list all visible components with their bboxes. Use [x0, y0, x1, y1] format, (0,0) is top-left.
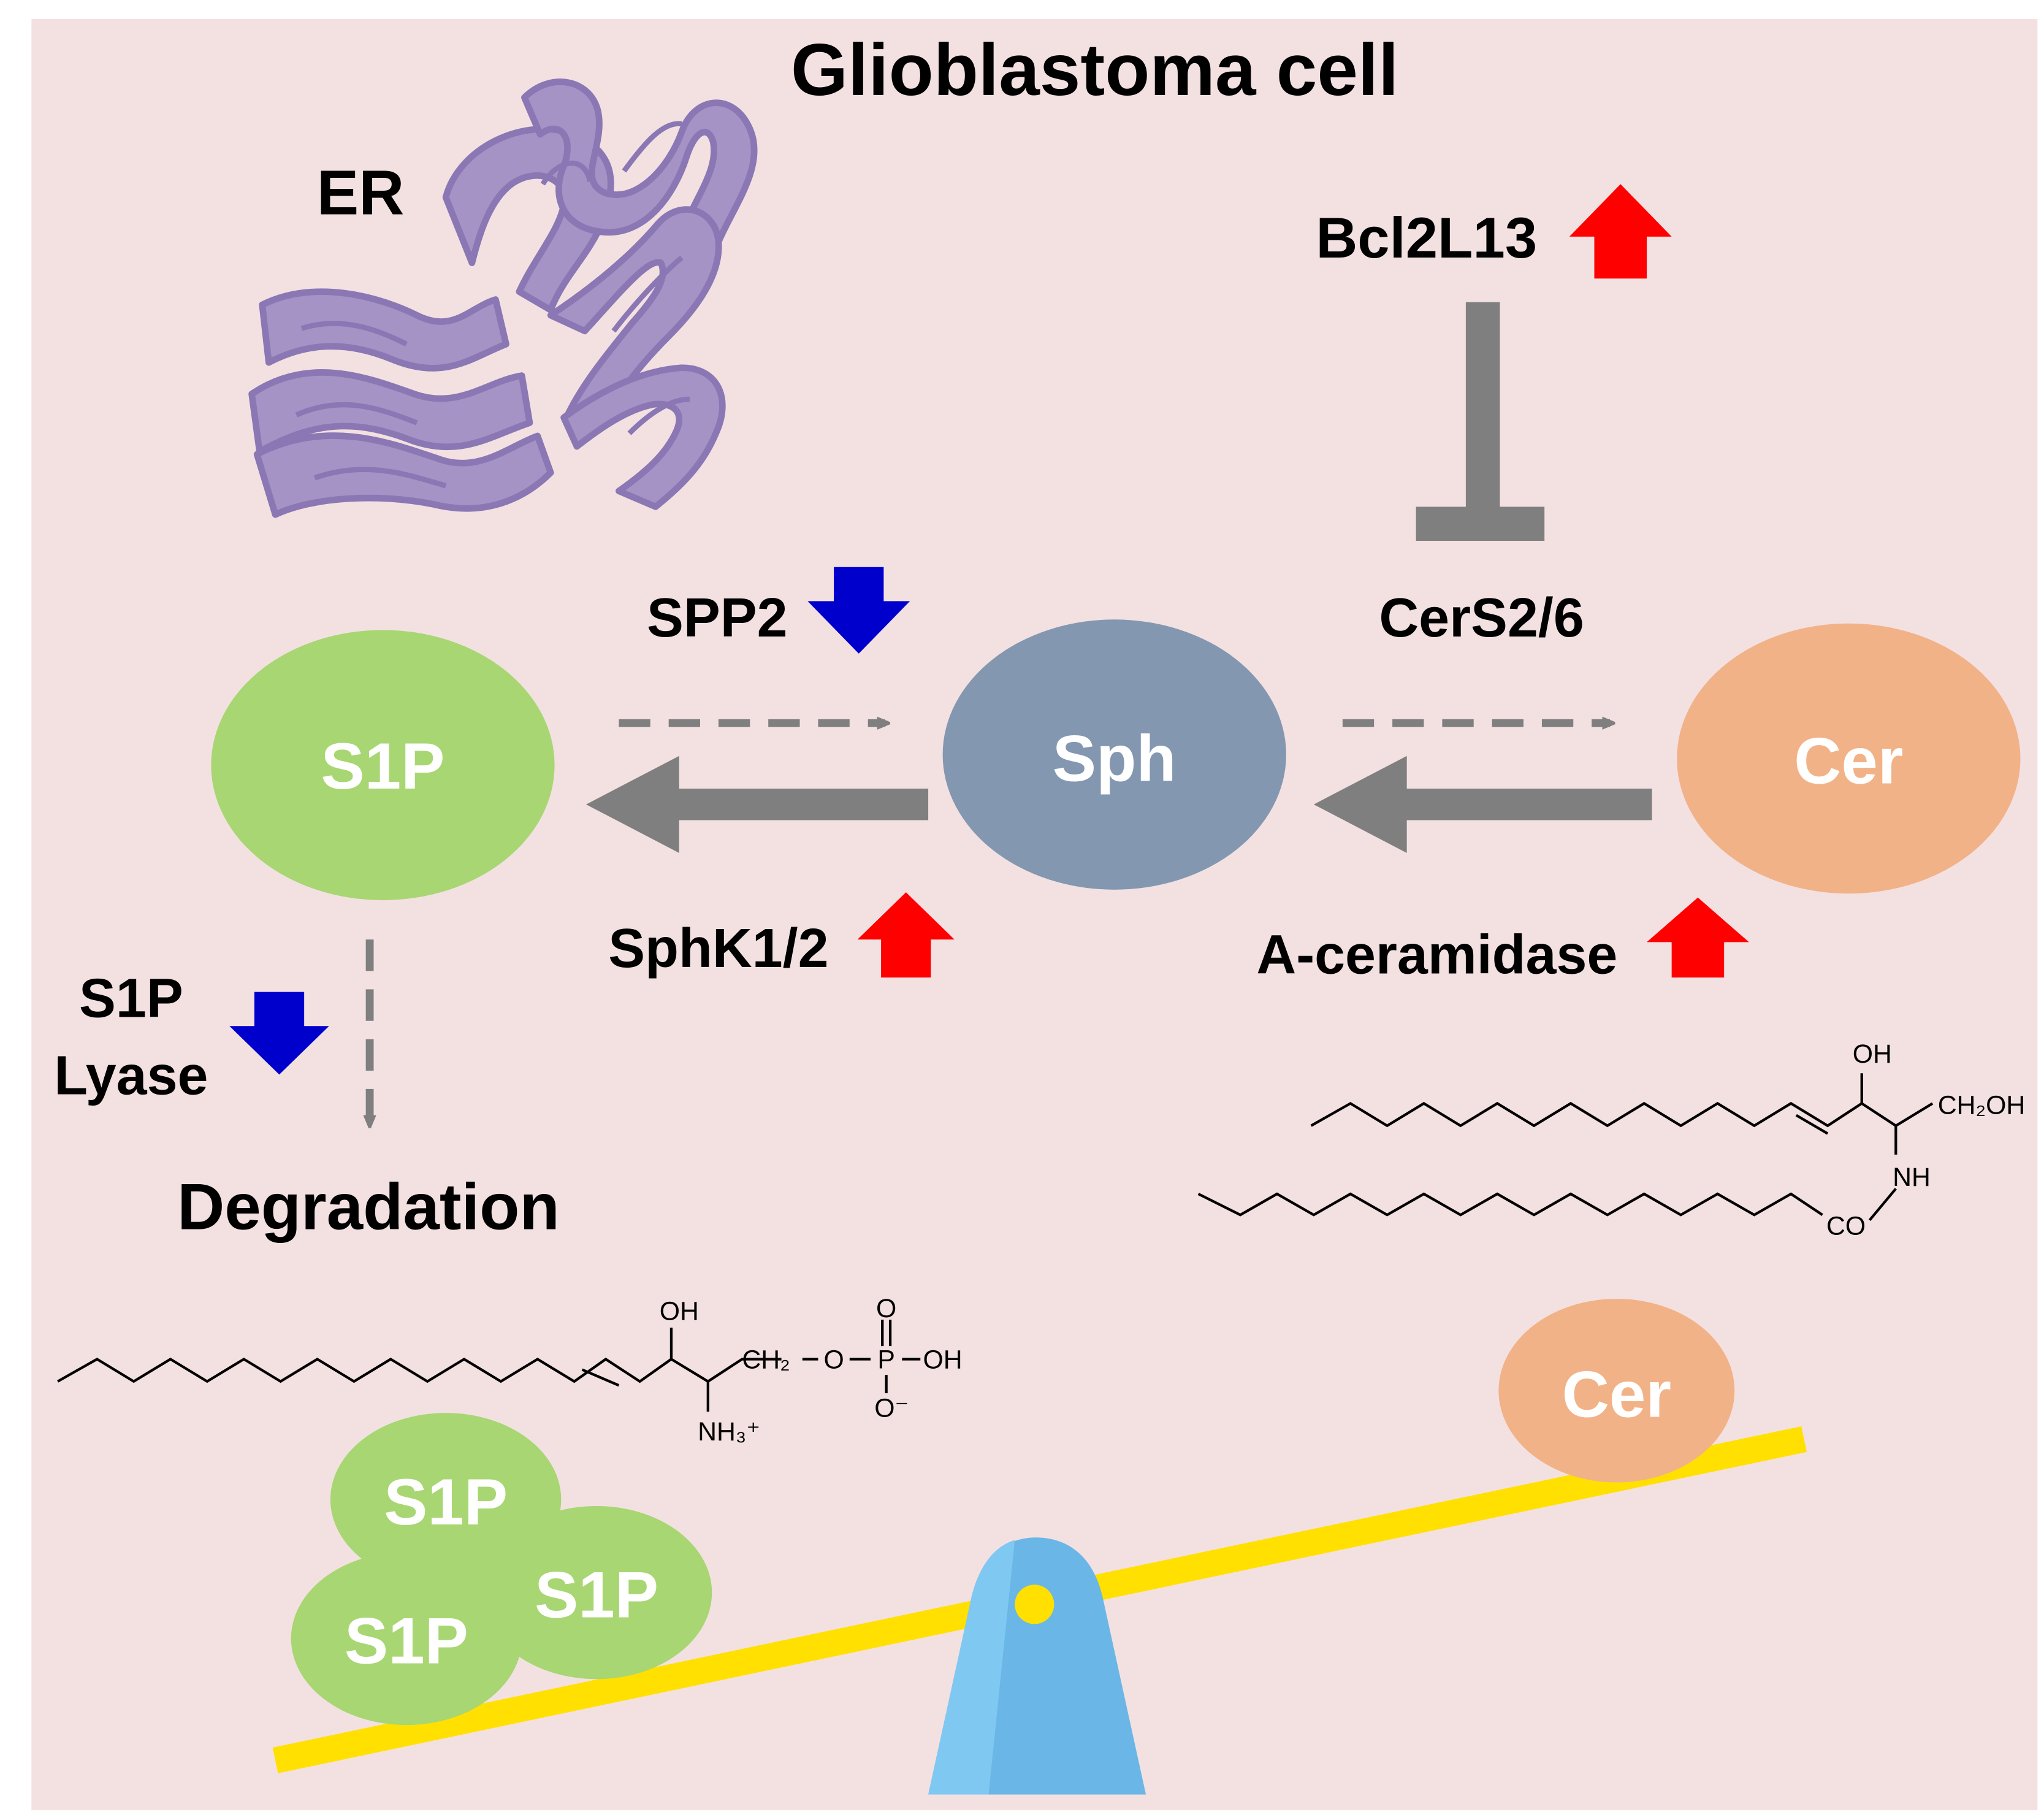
- bcl2l13-up-arrow-icon: [1569, 184, 1672, 279]
- bcl2l13-label: Bcl2L13: [1316, 205, 1537, 270]
- s1p-struct-nh3: NH₃⁺: [698, 1417, 760, 1447]
- s1p-struct-ch2: CH₂: [742, 1345, 790, 1374]
- inhibition-symbol: [1416, 302, 1545, 541]
- cer-struct-ch2oh: CH₂OH: [1938, 1091, 2026, 1120]
- spp2-label: SPP2: [647, 587, 788, 649]
- s1p-struct-o-minus: O⁻: [874, 1394, 909, 1423]
- cer-struct-co: CO: [1826, 1211, 1866, 1241]
- er-label: ER: [317, 157, 405, 228]
- seesaw-pivot: [1015, 1585, 1054, 1624]
- aceramidase-up-arrow-icon: [1647, 897, 1749, 978]
- endoplasmic-reticulum-icon: [248, 78, 758, 518]
- cers-label: CerS2/6: [1379, 587, 1584, 649]
- balance-cer-label: Cer: [1562, 1358, 1671, 1431]
- s1p-cluster: S1P S1P S1P: [291, 1413, 712, 1726]
- cluster-s1p-label: S1P: [535, 1558, 658, 1632]
- balance-cer-node: [1498, 1299, 1735, 1483]
- ceramide-structure: OH CH₂OH NH CO: [1197, 1039, 2026, 1241]
- spp2-down-arrow-icon: [807, 567, 910, 654]
- s1p-lyase-label-line2: Lyase: [54, 1045, 208, 1106]
- sph-node-label: Sph: [1053, 721, 1176, 795]
- s1p-struct-o-top: O: [876, 1294, 896, 1323]
- seesaw: [272, 1426, 1807, 1795]
- s1p-structure: OH CH₂ O P OH O O⁻ NH₃⁺: [57, 1294, 963, 1447]
- s1p-struct-o: O: [823, 1345, 844, 1374]
- cer-node: [1677, 623, 2021, 894]
- cer-node-label: Cer: [1794, 724, 1903, 798]
- cer-struct-nh: NH: [1893, 1163, 1931, 1192]
- s1p-struct-oh2: OH: [923, 1345, 963, 1374]
- aceramidase-thick-arrow: [1313, 755, 1652, 853]
- s1p-struct-p: P: [877, 1345, 895, 1374]
- cluster-s1p-label: S1P: [345, 1604, 468, 1678]
- s1p-struct-oh: OH: [660, 1296, 699, 1326]
- sphk-thick-arrow: [585, 755, 929, 853]
- degradation-label: Degradation: [177, 1170, 560, 1244]
- sph-node: [942, 619, 1286, 890]
- aceramidase-label: A-ceramidase: [1256, 925, 1617, 986]
- s1p-node: [211, 630, 555, 900]
- s1p-lyase-label-line1: S1P: [79, 968, 183, 1029]
- sphk-label: SphK1/2: [608, 918, 828, 979]
- sphk-up-arrow-icon: [857, 892, 955, 978]
- cluster-s1p-label: S1P: [384, 1465, 508, 1539]
- page-title: Glioblastoma cell: [791, 29, 1399, 111]
- s1p-lyase-down-arrow-icon: [229, 992, 329, 1075]
- cer-struct-oh: OH: [1853, 1039, 1892, 1069]
- s1p-node-label: S1P: [321, 729, 444, 803]
